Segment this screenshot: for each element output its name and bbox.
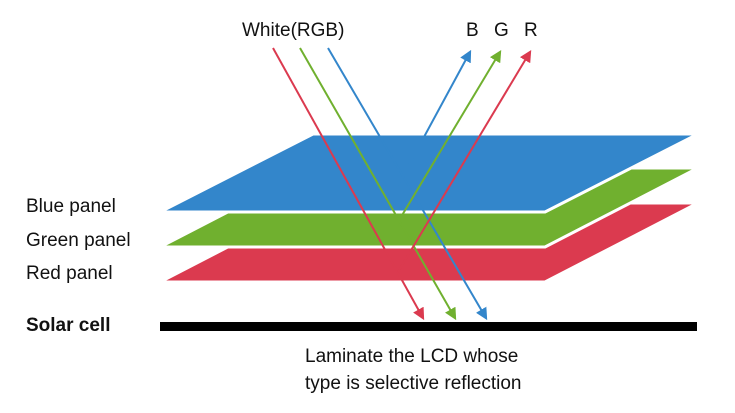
incident-blue-ray bbox=[327, 47, 488, 321]
reflected-blue-ray bbox=[397, 49, 472, 186]
blue-panel bbox=[158, 132, 700, 214]
reflected-green-ray bbox=[397, 49, 502, 223]
white-rgb-label: White(RGB) bbox=[242, 20, 344, 41]
incident-red-ray bbox=[272, 47, 425, 321]
green-panel-label: Green panel bbox=[26, 230, 131, 251]
reflected-red-ray bbox=[397, 49, 532, 273]
solar-cell-label: Solar cell bbox=[26, 315, 111, 336]
b-label: B bbox=[466, 20, 479, 41]
caption-line-1: Laminate the LCD whose bbox=[305, 346, 518, 367]
g-label: G bbox=[494, 20, 509, 41]
r-label: R bbox=[524, 20, 538, 41]
caption-line-2: type is selective reflection bbox=[305, 373, 522, 394]
solar-cell-bar bbox=[160, 322, 697, 331]
incident-green-ray bbox=[299, 47, 457, 321]
red-panel-label: Red panel bbox=[26, 263, 113, 284]
blue-panel-label: Blue panel bbox=[26, 196, 116, 217]
